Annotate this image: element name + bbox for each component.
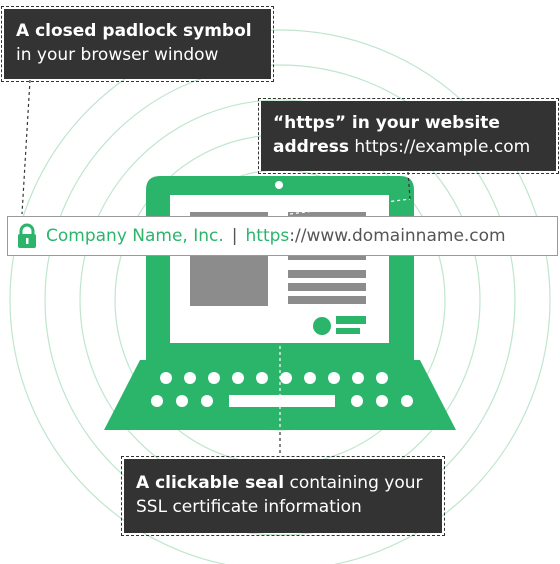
callout-seal-bold: A clickable seal [136, 473, 285, 493]
webcam-icon [275, 181, 283, 189]
callout-seal-text: containing your SSL certificate informat… [136, 473, 423, 517]
leader-lines-outside [21, 79, 411, 456]
callout-padlock-bold: A closed padlock symbol [16, 21, 252, 41]
screen-text-line [288, 252, 366, 260]
leader-lines [279, 198, 411, 430]
url-scheme: https [245, 226, 290, 246]
screen-text-line [288, 270, 366, 278]
ssl-seal-icon [313, 316, 366, 335]
callout-padlock-text: in your browser window [16, 45, 219, 65]
callout-padlock: A closed padlock symbol in your browser … [1, 6, 274, 82]
callout-https-text: https://example.com [354, 137, 531, 157]
callout-https-bold: “https” in your website address [273, 113, 500, 157]
screen-text-line [288, 283, 366, 291]
callout-https: “https” in your website address https://… [258, 98, 559, 174]
url-domain: ://www.domainname.com [289, 226, 506, 246]
address-bar[interactable]: Company Name, Inc. | https://www.domainn… [7, 216, 558, 256]
laptop-illustration [104, 176, 456, 430]
address-separator: | [231, 226, 238, 246]
callout-seal: A clickable seal containing your SSL cer… [121, 456, 445, 536]
keyboard-keys [151, 372, 413, 407]
certificate-company-name: Company Name, Inc. [46, 226, 224, 246]
padlock-icon [18, 223, 36, 248]
screen-text-line [288, 296, 366, 304]
spacebar [229, 395, 335, 407]
